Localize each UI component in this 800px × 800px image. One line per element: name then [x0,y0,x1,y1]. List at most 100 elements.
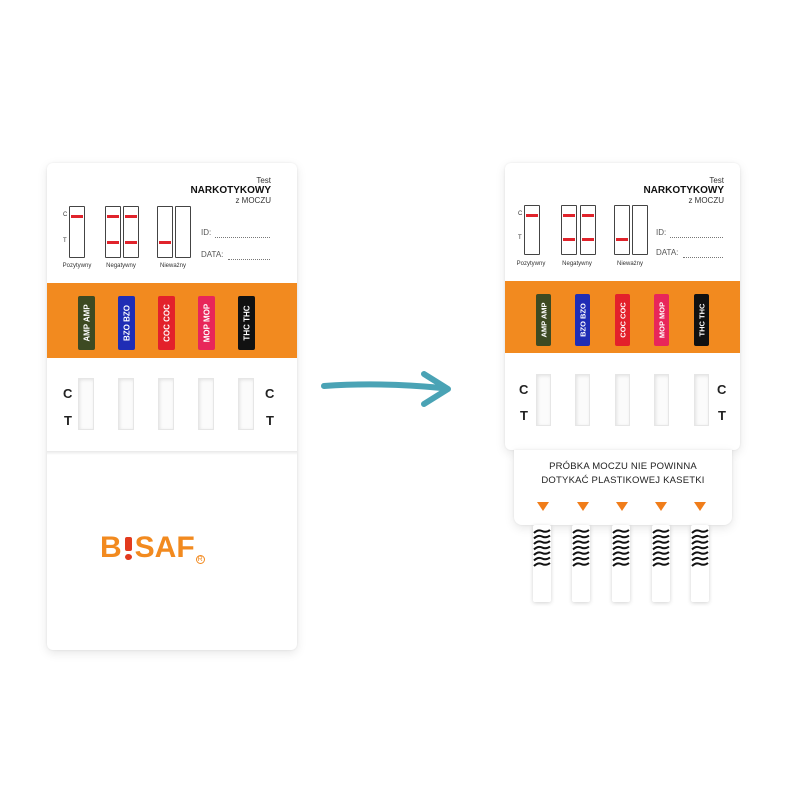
left-legend-t-mark: T [63,238,67,244]
left-drug-code-thc-2: THC [242,305,251,322]
left-drug-code-coc-2: COC [162,304,171,322]
left-drug-strip-amp: AMP AMP [78,296,95,350]
right-id-label: ID: [656,228,667,237]
arrow-down-icon-1 [537,502,549,511]
left-drug-code-thc-1: THC [242,324,251,341]
right-drug-strip-mop: MOP MOP [654,294,669,346]
right-legend-t-mark: T [518,235,522,241]
left-c-label-left: C [63,386,73,401]
left-result-window-2 [118,378,134,430]
right-header: Test NARKOTYKOWY z MOCZU [604,176,724,205]
left-id-line [215,237,270,238]
right-cassette: Test NARKOTYKOWY z MOCZU C T Pozytywny N… [505,163,740,450]
right-drug-code-mop-1: MOP [657,321,666,339]
warning-text: PRÓBKA MOCZU NIE POWINNA DOTYKAĆ PLASTIK… [514,460,732,488]
right-date-line [683,257,723,258]
left-legend-negative-label: Negatywny [106,263,136,269]
right-drug-code-amp-1: AMP [539,320,548,338]
left-drug-strip-bzo: BZO BZO [118,296,135,350]
right-drug-strip-bzo: BZO BZO [575,294,590,346]
left-date-label: DATA: [201,250,224,259]
left-drug-code-mop-2: MOP [202,303,211,322]
left-t-label-left: T [64,413,72,428]
right-title-small-top: Test [709,176,724,185]
warning-line-1: PRÓBKA MOCZU NIE POWINNA [549,461,697,472]
arrow-down-icon-4 [655,502,667,511]
wave-pattern-icon [572,529,590,567]
left-drug-code-bzo-1: BZO [122,324,131,342]
brand-text-b: B [100,531,122,564]
left-t-label-right: T [266,413,274,428]
left-header: Test NARKOTYKOWY z MOCZU [151,176,271,205]
right-drug-code-mop-2: MOP [657,301,666,320]
wave-pattern-icon [612,529,630,567]
right-drug-code-coc-1: COC [618,321,627,338]
left-drug-code-amp-1: AMP [82,324,91,342]
right-drug-strip-thc: THC THC [694,294,709,346]
left-legend-invalid-strip-2 [175,206,191,258]
right-title-big: NARKOTYKOWY [643,185,724,196]
left-brand-logo: B SAF R [100,531,205,565]
left-legend-positive-strip [69,206,85,258]
test-stick-2 [572,525,590,602]
arrow-down-icon-3 [616,502,628,511]
right-drug-code-bzo-2: BZO [578,303,587,319]
right-legend-negative-label: Negatywny [562,261,592,267]
left-legend-negative-strip-2 [123,206,139,258]
arrow-down-icon-5 [694,502,706,511]
left-drug-strip-thc: THC THC [238,296,255,350]
right-drug-code-amp-2: AMP [539,302,548,320]
left-legend-invalid-strip-1 [157,206,173,258]
left-drug-code-bzo-2: BZO [122,304,131,322]
right-legend-positive-strip [524,205,540,255]
right-legend-invalid-strip-1 [614,205,630,255]
left-c-label-right: C [265,386,275,401]
right-date-label: DATA: [656,248,679,257]
brand-registered-mark: R [195,555,205,564]
left-drug-strip-coc: COC COC [158,296,175,350]
left-cassette: Test NARKOTYKOWY z MOCZU C T Pozytywny N… [47,163,297,650]
arrow-down-icon-2 [577,502,589,511]
right-legend-c-mark: C [518,211,523,217]
test-stick-5 [691,525,709,602]
brand-exclamation-icon [123,531,134,561]
test-stick-4 [652,525,670,602]
left-legend-c-mark: C [63,212,68,218]
left-legend-negative-strip-1 [105,206,121,258]
right-legend-positive-label: Pozytywny [516,261,546,267]
right-legend-negative-strip-2 [580,205,596,255]
right-result-window-1 [536,374,551,426]
test-stick-1 [533,525,551,602]
warning-line-2: DOTYKAĆ PLASTIKOWEJ KASETKI [541,475,705,486]
right-id-line [670,237,723,238]
right-drug-code-bzo-1: BZO [578,321,587,337]
left-legend-invalid-label: Nieważny [159,263,186,269]
right-title-small-bottom: z MOCZU [688,196,724,205]
right-sample-tab: PRÓBKA MOCZU NIE POWINNA DOTYKAĆ PLASTIK… [514,450,732,525]
wave-pattern-icon [533,529,551,567]
left-title-small-bottom: z MOCZU [235,196,271,205]
left-title-big: NARKOTYKOWY [190,185,271,196]
brand-text-saf: SAF [134,531,195,564]
right-legend-invalid-label: Nieważny [616,261,643,267]
right-legend-negative-strip-1 [561,205,577,255]
right-drug-code-thc-2: THC [697,303,706,319]
left-title-small-top: Test [256,176,271,185]
left-drug-code-mop-1: MOP [202,324,211,343]
right-result-window-2 [575,374,590,426]
wave-pattern-icon [652,529,670,567]
right-drug-code-coc-2: COC [618,302,627,319]
left-cap-divider [47,451,297,455]
right-result-window-5 [694,374,709,426]
left-result-window-3 [158,378,174,430]
left-drug-strip-mop: MOP MOP [198,296,215,350]
right-drug-strip-amp: AMP AMP [536,294,551,346]
left-drug-code-amp-2: AMP [82,304,91,323]
right-drug-strip-coc: COC COC [615,294,630,346]
arrow-right-icon [321,371,451,407]
left-date-line [228,259,270,260]
right-c-label-left: C [519,382,529,397]
right-t-label-left: T [520,408,528,423]
right-drug-code-thc-1: THC [697,321,706,337]
right-result-window-4 [654,374,669,426]
